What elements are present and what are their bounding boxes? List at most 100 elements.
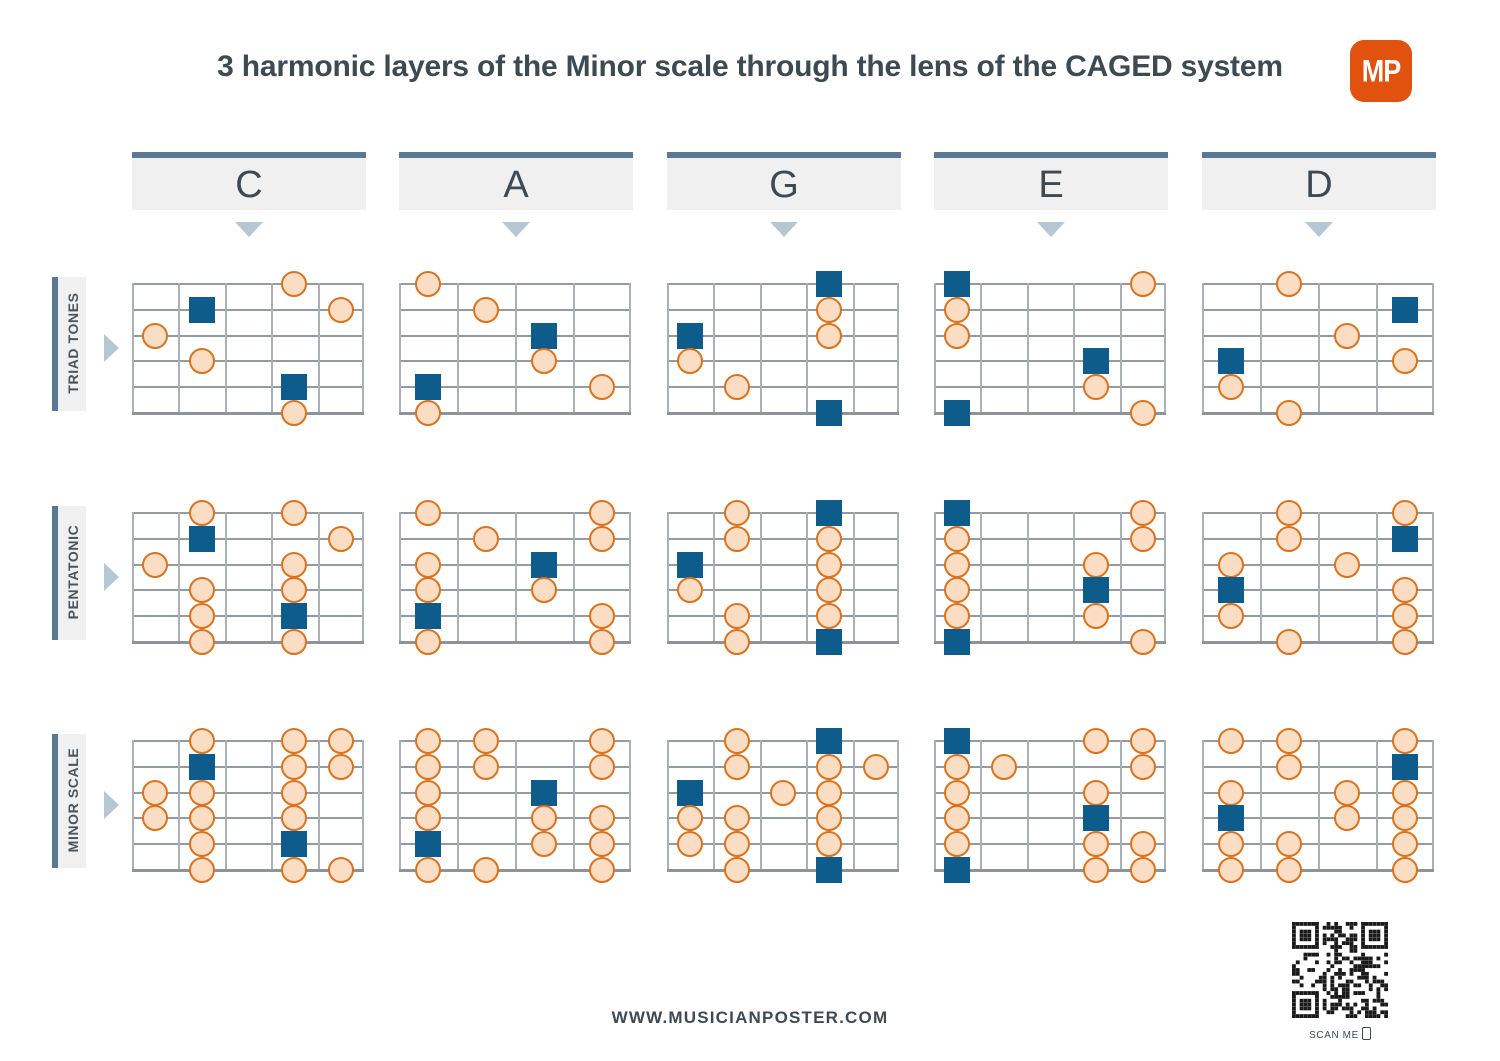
root-note-marker-s4-f4[interactable]: [1083, 805, 1110, 832]
scale-note-marker-s5-f1[interactable]: [944, 831, 971, 858]
fretboard-triad-e[interactable]: [934, 271, 1166, 426]
root-note-marker-s3-f1[interactable]: [677, 779, 704, 806]
scale-note-marker-s2-f5[interactable]: [1129, 525, 1156, 552]
scale-note-marker-s1-f2[interactable]: [188, 500, 215, 526]
scale-note-marker-s4-f4[interactable]: [281, 805, 308, 832]
scale-note-marker-s6-f5[interactable]: [1129, 629, 1156, 655]
fretboard-triad-a[interactable]: [399, 271, 631, 426]
scale-note-marker-s2-f2[interactable]: [1276, 525, 1302, 552]
scale-note-marker-s3-f1[interactable]: [415, 779, 441, 806]
scale-note-marker-s5-f4[interactable]: [1392, 603, 1418, 630]
scale-note-marker-s1-f5[interactable]: [1129, 500, 1156, 526]
scale-note-marker-s4-f3[interactable]: [531, 348, 557, 375]
scale-note-marker-s4-f4[interactable]: [1392, 577, 1418, 604]
scale-note-marker-s3-f1[interactable]: [944, 551, 971, 578]
scale-note-marker-s1-f2[interactable]: [723, 500, 750, 526]
scale-note-marker-s6-f2[interactable]: [473, 857, 499, 883]
scale-note-marker-s5-f1[interactable]: [677, 831, 704, 858]
scale-note-marker-s2-f4[interactable]: [816, 296, 843, 323]
scale-note-marker-s6-f1[interactable]: [415, 857, 441, 883]
scale-note-marker-s2-f2[interactable]: [990, 753, 1017, 780]
scale-note-marker-s3-f3[interactable]: [1334, 551, 1360, 578]
scale-note-marker-s3-f4[interactable]: [281, 779, 308, 806]
scale-note-marker-s2-f2[interactable]: [473, 525, 499, 552]
scale-note-marker-s6-f4[interactable]: [1392, 629, 1418, 655]
scale-note-marker-s6-f2[interactable]: [1276, 857, 1302, 883]
caged-shape-header-d[interactable]: D: [1202, 152, 1436, 210]
scale-note-marker-s6-f2[interactable]: [188, 629, 215, 655]
scale-note-marker-s1-f1[interactable]: [1218, 728, 1244, 754]
scale-note-marker-s5-f4[interactable]: [1392, 831, 1418, 858]
scale-note-marker-s1-f4[interactable]: [281, 500, 308, 526]
scale-note-marker-s3-f4[interactable]: [1083, 551, 1110, 578]
root-note-marker-s4-f4[interactable]: [1083, 577, 1110, 604]
scale-note-marker-s3-f1[interactable]: [142, 322, 169, 349]
scale-note-marker-s1-f2[interactable]: [473, 728, 499, 754]
scale-note-marker-s5-f4[interactable]: [589, 603, 615, 630]
scale-note-marker-s6-f4[interactable]: [589, 857, 615, 883]
scale-note-marker-s1-f2[interactable]: [188, 728, 215, 754]
scale-note-marker-s3-f4[interactable]: [816, 551, 843, 578]
scale-note-marker-s5-f5[interactable]: [1129, 831, 1156, 858]
scale-note-marker-s4-f3[interactable]: [531, 805, 557, 832]
root-note-marker-s5-f1[interactable]: [415, 603, 441, 630]
root-note-marker-s6-f4[interactable]: [816, 857, 843, 883]
scale-note-marker-s4-f1[interactable]: [415, 805, 441, 832]
scale-note-marker-s1-f5[interactable]: [327, 728, 354, 754]
scale-note-marker-s5-f4[interactable]: [589, 831, 615, 858]
scale-note-marker-s4-f1[interactable]: [677, 805, 704, 832]
scale-note-marker-s4-f2[interactable]: [188, 805, 215, 832]
scale-note-marker-s2-f5[interactable]: [1129, 753, 1156, 780]
scale-note-marker-s6-f1[interactable]: [415, 400, 441, 426]
root-note-marker-s2-f2[interactable]: [188, 296, 215, 323]
scale-note-marker-s5-f4[interactable]: [816, 603, 843, 630]
fretboard-minor-scale-e[interactable]: [934, 728, 1166, 883]
fretboard-pentatonic-a[interactable]: [399, 500, 631, 655]
root-note-marker-s1-f1[interactable]: [944, 728, 971, 754]
scale-note-marker-s5-f4[interactable]: [1083, 603, 1110, 630]
root-note-marker-s1-f4[interactable]: [816, 728, 843, 754]
scale-note-marker-s1-f1[interactable]: [415, 728, 441, 754]
scale-note-marker-s5-f3[interactable]: [531, 831, 557, 858]
scale-note-marker-s4-f4[interactable]: [1392, 348, 1418, 375]
root-note-marker-s4-f1[interactable]: [1218, 805, 1244, 832]
scale-note-marker-s3-f4[interactable]: [1392, 779, 1418, 806]
root-note-marker-s6-f1[interactable]: [944, 400, 971, 426]
scale-note-marker-s4-f4[interactable]: [816, 577, 843, 604]
scale-note-marker-s1-f2[interactable]: [723, 728, 750, 754]
scale-note-marker-s1-f4[interactable]: [281, 728, 308, 754]
scale-note-marker-s3-f1[interactable]: [1218, 551, 1244, 578]
scale-note-marker-s2-f5[interactable]: [862, 753, 889, 780]
scale-note-marker-s1-f4[interactable]: [589, 728, 615, 754]
root-note-marker-s5-f4[interactable]: [281, 374, 308, 401]
scale-note-marker-s2-f2[interactable]: [723, 525, 750, 552]
scale-note-marker-s1-f2[interactable]: [1276, 500, 1302, 526]
caged-shape-header-e[interactable]: E: [934, 152, 1168, 210]
scale-note-marker-s2-f4[interactable]: [589, 525, 615, 552]
root-note-marker-s1-f4[interactable]: [816, 271, 843, 297]
root-note-marker-s3-f3[interactable]: [531, 322, 557, 349]
scale-note-marker-s1-f4[interactable]: [1083, 728, 1110, 754]
root-note-marker-s6-f4[interactable]: [816, 629, 843, 655]
fretboard-minor-scale-a[interactable]: [399, 728, 631, 883]
scale-note-marker-s4-f4[interactable]: [281, 577, 308, 604]
scale-note-marker-s3-f1[interactable]: [142, 779, 169, 806]
scale-note-marker-s4-f4[interactable]: [816, 805, 843, 832]
scale-note-marker-s4-f1[interactable]: [944, 805, 971, 832]
scale-note-marker-s4-f2[interactable]: [188, 577, 215, 604]
root-note-marker-s4-f1[interactable]: [1218, 577, 1244, 604]
scale-note-marker-s5-f4[interactable]: [589, 374, 615, 401]
scale-note-marker-s4-f3[interactable]: [531, 577, 557, 604]
scale-note-marker-s3-f1[interactable]: [944, 322, 971, 349]
fretboard-pentatonic-e[interactable]: [934, 500, 1166, 655]
scale-note-marker-s5-f2[interactable]: [188, 603, 215, 630]
scale-note-marker-s6-f4[interactable]: [281, 629, 308, 655]
fretboard-pentatonic-c[interactable]: [132, 500, 364, 655]
scale-note-marker-s4-f1[interactable]: [142, 805, 169, 832]
scale-note-marker-s1-f5[interactable]: [1129, 271, 1156, 297]
scale-note-marker-s2-f5[interactable]: [327, 525, 354, 552]
scale-note-marker-s5-f1[interactable]: [1218, 831, 1244, 858]
scale-note-marker-s5-f4[interactable]: [1083, 374, 1110, 401]
scale-note-marker-s2-f2[interactable]: [1276, 753, 1302, 780]
scale-note-marker-s3-f4[interactable]: [816, 322, 843, 349]
